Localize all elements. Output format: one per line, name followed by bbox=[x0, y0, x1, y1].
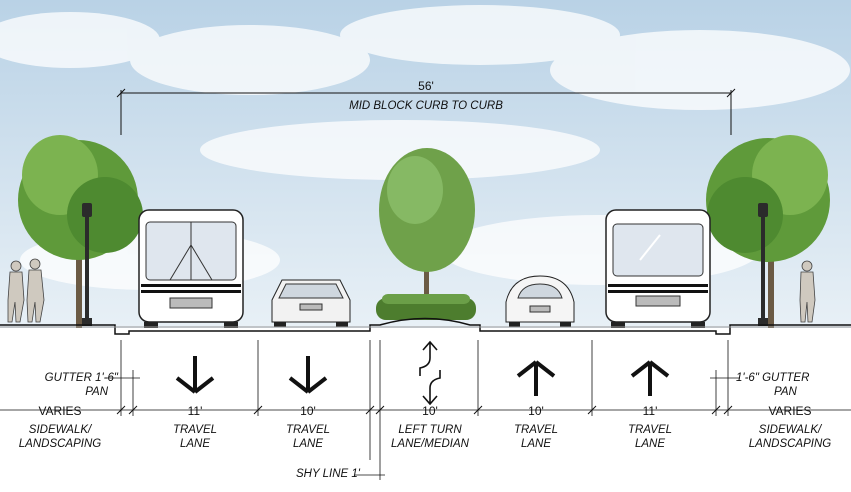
left-turn-arrows bbox=[419, 340, 441, 406]
pedestrians-left bbox=[7, 258, 45, 323]
arrow-down-lane-1 bbox=[175, 356, 215, 394]
left-width-label: VARIES bbox=[38, 404, 82, 418]
right-street-lamp bbox=[758, 203, 768, 326]
right-name-line1: SIDEWALK/ bbox=[758, 424, 822, 436]
bus-right bbox=[605, 209, 711, 328]
dimension-slashes bbox=[116, 405, 733, 415]
lane-4-line2: LANE bbox=[520, 438, 552, 450]
bus-left bbox=[138, 209, 244, 328]
pedestrian-right bbox=[799, 260, 816, 323]
lane-2-line2: LANE bbox=[292, 438, 324, 450]
right-gutter-label: 1'-6" GUTTER bbox=[736, 372, 810, 384]
left-name-line2: LANDSCAPING bbox=[18, 438, 102, 450]
lane-4-line1: TRAVEL bbox=[513, 424, 559, 436]
car-right bbox=[505, 275, 575, 327]
right-width-label: VARIES bbox=[768, 404, 812, 418]
lane-5-line1: TRAVEL bbox=[627, 424, 673, 436]
left-gutter-pan-word: PAN bbox=[85, 386, 108, 398]
arrow-up-lane-4 bbox=[516, 360, 556, 396]
right-gutter-pan-word: PAN bbox=[774, 386, 797, 398]
lane-3-line2: LANE/MEDIAN bbox=[391, 438, 469, 450]
car-left bbox=[271, 279, 351, 327]
lane-5-width: 11' bbox=[642, 404, 658, 418]
lane-2-line1: TRAVEL bbox=[285, 424, 331, 436]
lane-5-line2: LANE bbox=[634, 438, 666, 450]
lane-1-line1: TRAVEL bbox=[172, 424, 218, 436]
overall-dimension-caption: MID BLOCK CURB TO CURB bbox=[349, 100, 503, 112]
lane-1-width: 11' bbox=[187, 404, 203, 418]
left-gutter-label: GUTTER 1'-6" bbox=[44, 372, 118, 384]
left-name-line1: SIDEWALK/ bbox=[28, 424, 92, 436]
lane-3-line1: LEFT TURN bbox=[398, 424, 462, 436]
street-profile bbox=[0, 317, 851, 335]
lane-1-line2: LANE bbox=[179, 438, 211, 450]
lane-4-width: 10' bbox=[528, 404, 544, 418]
lane-dimension-ticks bbox=[0, 340, 851, 480]
arrow-down-lane-2 bbox=[288, 356, 328, 394]
lane-3-width: 10' bbox=[422, 404, 438, 418]
overall-dimension-value: 56' bbox=[418, 79, 434, 93]
median-tree bbox=[379, 148, 475, 310]
overall-dimension-line bbox=[116, 88, 736, 135]
lane-2-width: 10' bbox=[300, 404, 316, 418]
shy-line-label: SHY LINE 1' bbox=[296, 468, 360, 480]
left-street-lamp bbox=[82, 203, 92, 326]
arrow-up-lane-5 bbox=[630, 360, 670, 396]
right-name-line2: LANDSCAPING bbox=[748, 438, 832, 450]
median-shrubs bbox=[376, 294, 476, 320]
